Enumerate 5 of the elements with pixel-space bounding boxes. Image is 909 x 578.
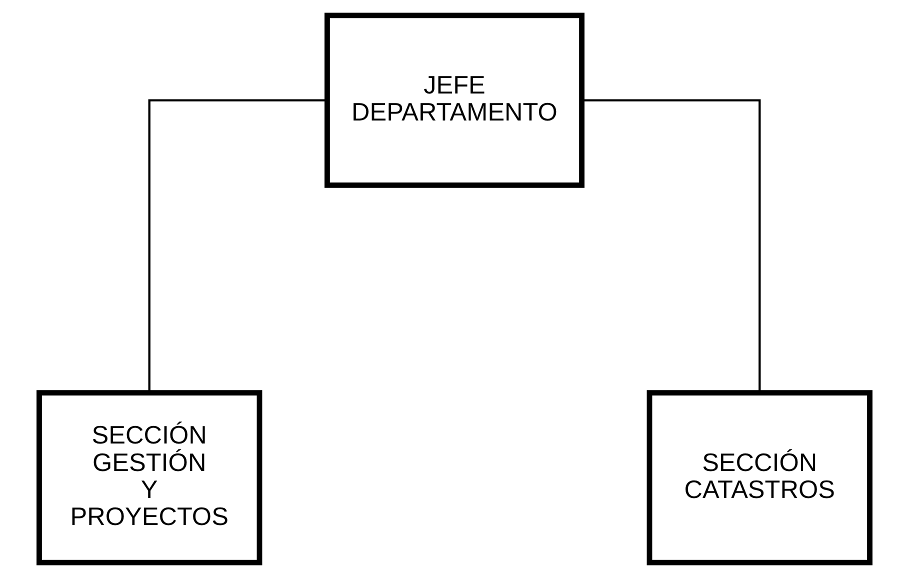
connector	[148, 99, 327, 393]
node-box: SECCIÓN GESTIÓN Y PROYECTOS	[36, 390, 262, 566]
node-box: SECCIÓN CATASTROS	[646, 390, 872, 566]
connector	[582, 99, 761, 393]
node-box: JEFE DEPARTAMENTO	[324, 12, 584, 188]
